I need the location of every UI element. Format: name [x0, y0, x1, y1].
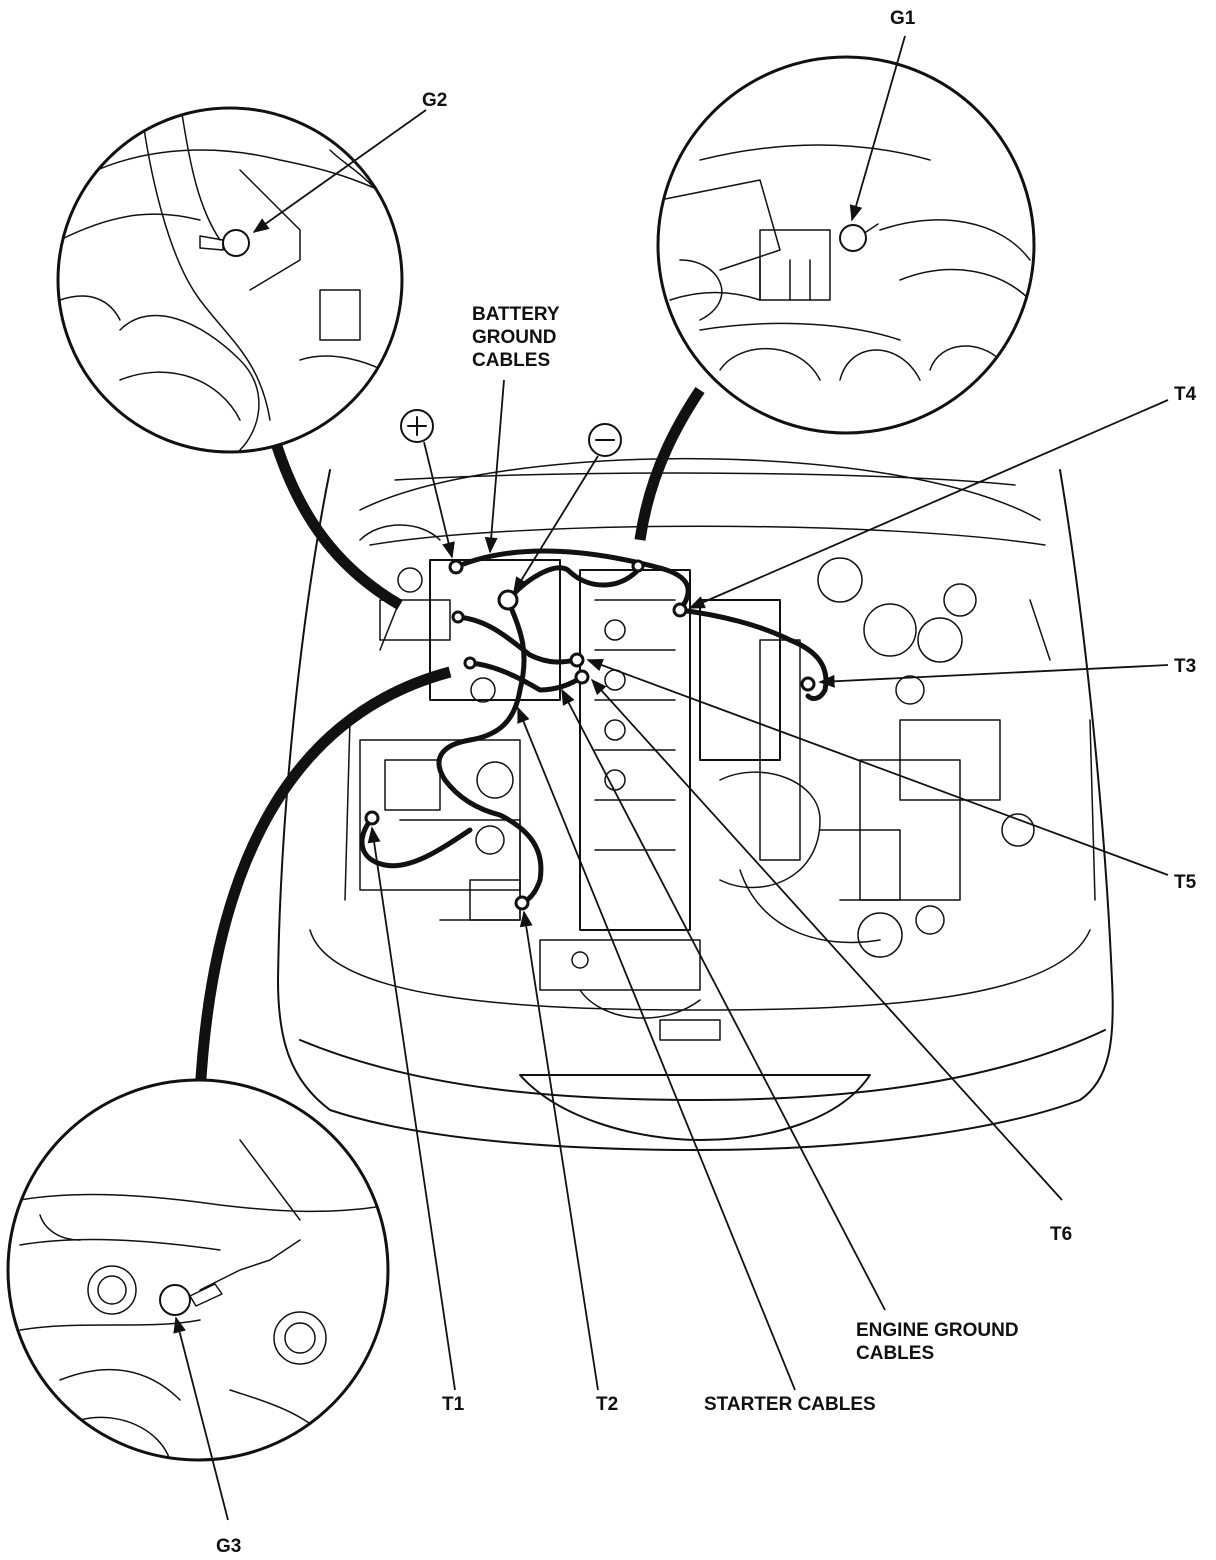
labels: G1 G2 G3 T1 T2 T3 T4 T5 T6 BATTERY GROUN… — [216, 8, 1197, 1557]
engine-block — [359, 524, 1035, 1019]
detail-circle-g3 — [6, 1078, 390, 1521]
label-g2: G2 — [422, 90, 447, 111]
label-t3: T3 — [1174, 656, 1196, 677]
label-t6: T6 — [1050, 1224, 1072, 1245]
label-battery-ground-line-2: GROUND — [472, 327, 556, 348]
cables — [359, 548, 829, 911]
label-t4: T4 — [1174, 384, 1197, 405]
label-battery-ground-line-3: CABLES — [472, 350, 550, 371]
label-engine-ground-line-2: CABLES — [856, 1343, 934, 1364]
label-g3: G3 — [216, 1536, 241, 1557]
label-g1: G1 — [890, 8, 916, 29]
detail-connectors — [194, 386, 705, 1096]
detail-circle-g1 — [656, 35, 1036, 435]
label-t2: T2 — [596, 1394, 618, 1415]
battery-terminals — [400, 409, 622, 594]
label-t1: T1 — [442, 1394, 465, 1415]
label-battery-ground-line-1: BATTERY — [472, 304, 560, 325]
car-body — [277, 457, 1114, 1151]
leader-lines — [367, 379, 1169, 1391]
label-starter-cables: STARTER CABLES — [704, 1394, 876, 1415]
detail-circle-g2 — [56, 106, 427, 454]
label-t5: T5 — [1174, 872, 1197, 893]
label-engine-ground-line-1: ENGINE GROUND — [856, 1320, 1019, 1341]
